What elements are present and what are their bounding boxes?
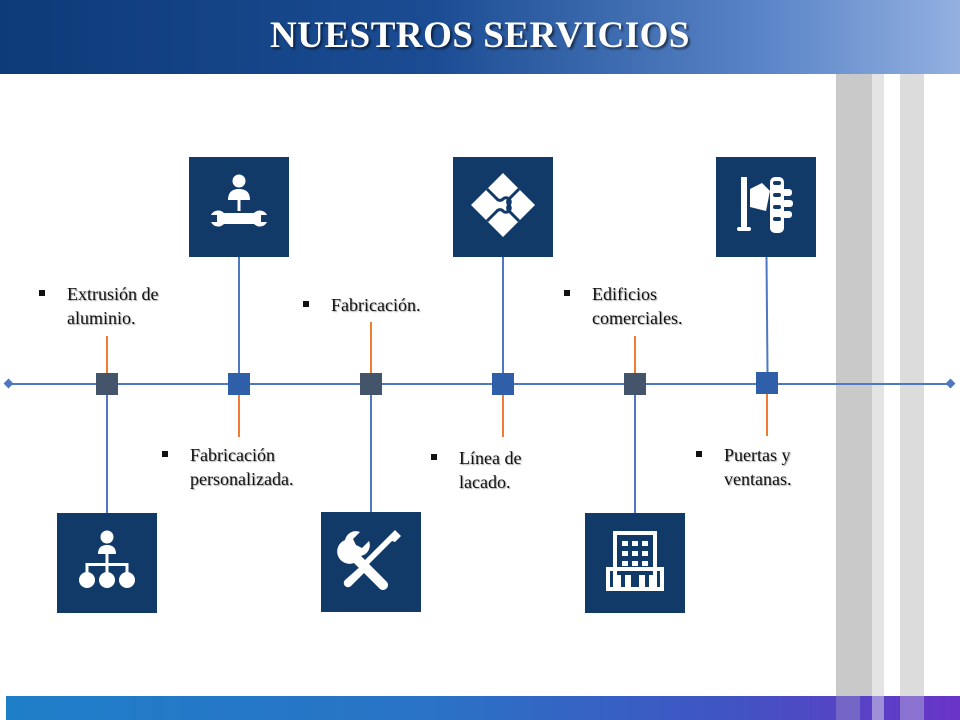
hand-holding-tool-icon xyxy=(730,169,802,246)
connector-line xyxy=(766,394,768,436)
footer-bar xyxy=(0,696,960,720)
office-building-icon xyxy=(599,525,671,602)
connector-line xyxy=(634,336,636,373)
connector-line xyxy=(106,336,108,373)
label-line: lacado. xyxy=(459,472,511,492)
label-line: Línea de xyxy=(459,448,522,468)
decor-stripe xyxy=(836,74,872,696)
puzzle-icon xyxy=(467,169,539,246)
service-icon-box xyxy=(716,157,816,257)
bullet-marker xyxy=(431,454,437,460)
wrench-screwdriver-icon xyxy=(335,524,407,601)
timeline-start-marker xyxy=(3,378,14,389)
bullet-marker xyxy=(696,451,702,457)
footer-segment xyxy=(900,696,924,720)
label-line: Fabricación. xyxy=(331,295,421,315)
connector-line xyxy=(765,255,769,373)
footer-edge xyxy=(0,696,6,720)
bullet-marker xyxy=(39,290,45,296)
bullet-marker xyxy=(162,451,168,457)
timeline-node xyxy=(96,373,118,395)
timeline-node xyxy=(492,373,514,395)
timeline-node xyxy=(360,373,382,395)
connector-line xyxy=(370,322,372,373)
label-line: Edificios xyxy=(592,284,657,304)
label-line: comerciales. xyxy=(592,308,683,328)
service-label: Fabricación personalizada. xyxy=(162,443,293,491)
organization-hierarchy-icon xyxy=(71,525,143,602)
footer-segment xyxy=(872,696,884,720)
label-line: Puertas y xyxy=(724,445,791,465)
bullet-marker xyxy=(303,301,309,307)
label-line: personalizada. xyxy=(190,469,294,489)
service-label: Fabricación. xyxy=(303,293,420,317)
label-line: ventanas. xyxy=(724,469,792,489)
service-icon-box xyxy=(189,157,289,257)
service-icon-box xyxy=(453,157,553,257)
page-title: NUESTROS SERVICIOS xyxy=(270,15,690,56)
timeline-node xyxy=(624,373,646,395)
connector-line xyxy=(634,395,636,513)
decor-stripe xyxy=(900,74,924,696)
service-label: Edificios comerciales. xyxy=(564,282,682,330)
footer-segment xyxy=(836,696,860,720)
bullet-marker xyxy=(564,290,570,296)
label-line: aluminio. xyxy=(67,308,136,328)
connector-line xyxy=(502,256,504,373)
timeline-end-marker xyxy=(945,378,956,389)
label-line: Extrusión de xyxy=(67,284,159,304)
header-bar: NUESTROS SERVICIOS xyxy=(0,0,960,74)
connector-line xyxy=(238,256,240,373)
timeline-node xyxy=(756,372,778,394)
service-icon-box xyxy=(585,513,685,613)
service-label: Extrusión de aluminio. xyxy=(39,282,159,330)
service-icon-box xyxy=(57,513,157,613)
timeline-axis xyxy=(8,383,952,385)
label-line: Fabricación xyxy=(190,445,275,465)
person-wrench-icon xyxy=(203,169,275,246)
decor-stripe xyxy=(872,74,884,696)
connector-line xyxy=(238,395,240,437)
service-label: Línea de lacado. xyxy=(431,446,521,494)
service-icon-box xyxy=(321,512,421,612)
connector-line xyxy=(106,395,108,513)
connector-line xyxy=(370,395,372,512)
timeline-node xyxy=(228,373,250,395)
connector-line xyxy=(502,395,504,437)
service-label: Puertas y ventanas. xyxy=(696,443,791,491)
